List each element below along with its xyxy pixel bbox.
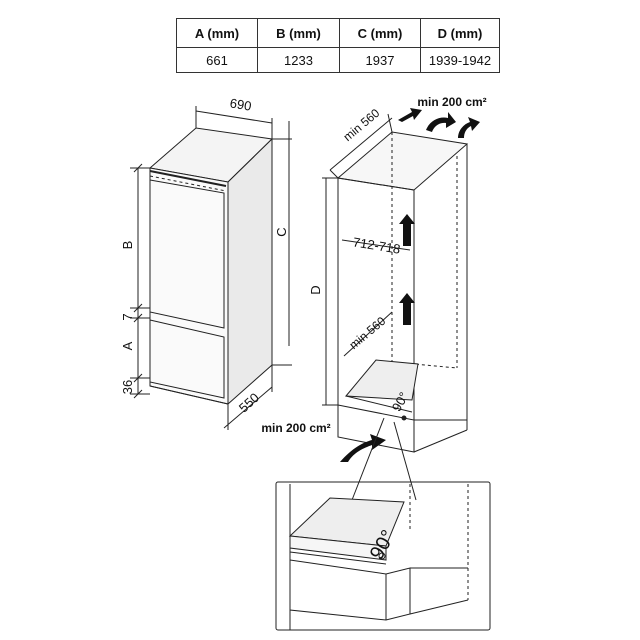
niche-inner-depth-label: min 560: [347, 314, 389, 352]
airflow-out-arrow-icon: [458, 117, 480, 138]
header-d: D (mm): [420, 18, 500, 48]
fridge-side: [227, 137, 273, 406]
value-d: 1939-1942: [420, 47, 500, 73]
airflow-out-arrow-icon: [426, 112, 456, 132]
detail-leader-lines: [351, 417, 417, 501]
airflow-arrows: [340, 108, 480, 462]
niche-top-depth-label: min 560: [341, 106, 383, 144]
airflow-out-arrow-icon: [398, 108, 422, 122]
header-b: B (mm): [257, 18, 340, 48]
detail-frame: [275, 481, 491, 631]
fridge-height-label: C: [274, 227, 289, 236]
gap-label: 7: [120, 313, 135, 320]
header-a: A (mm): [176, 18, 258, 48]
base-height-label: 36: [120, 380, 135, 394]
bottom-vent-label: min 200 cm²: [261, 421, 330, 435]
detail-shelf-edge: [289, 535, 387, 561]
dimension-table: A (mm) B (mm) C (mm) D (mm) 661 1233 193…: [176, 18, 500, 73]
airflow-intake-arrow-icon: [340, 434, 386, 462]
table-header-row: A (mm) B (mm) C (mm) D (mm): [176, 18, 500, 48]
fridge-width-label: 690: [229, 95, 253, 113]
niche-dimensions: [322, 113, 411, 406]
niche-shelf: [344, 359, 419, 401]
fridge-dimensions: [130, 106, 292, 430]
fridge-front: [149, 167, 229, 405]
upper-height-label: B: [120, 241, 135, 250]
fridge-drawing: [148, 127, 274, 406]
detail-view: [275, 481, 491, 631]
airflow-up-arrow-icon: [399, 293, 415, 325]
upper-door: [149, 179, 225, 329]
lower-door: [149, 319, 225, 399]
top-vent-label: min 200 cm²: [417, 95, 486, 109]
airflow-up-arrow-icon: [399, 214, 415, 246]
detail-plinth: [289, 559, 411, 621]
niche-width-label: 712-718: [352, 234, 401, 256]
niche-height-label: D: [308, 285, 323, 294]
niche-drawing: [336, 131, 469, 453]
lower-height-label: A: [120, 341, 135, 350]
value-c: 1937: [339, 47, 421, 73]
table-row: 661 1233 1937 1939-1942: [176, 47, 500, 73]
